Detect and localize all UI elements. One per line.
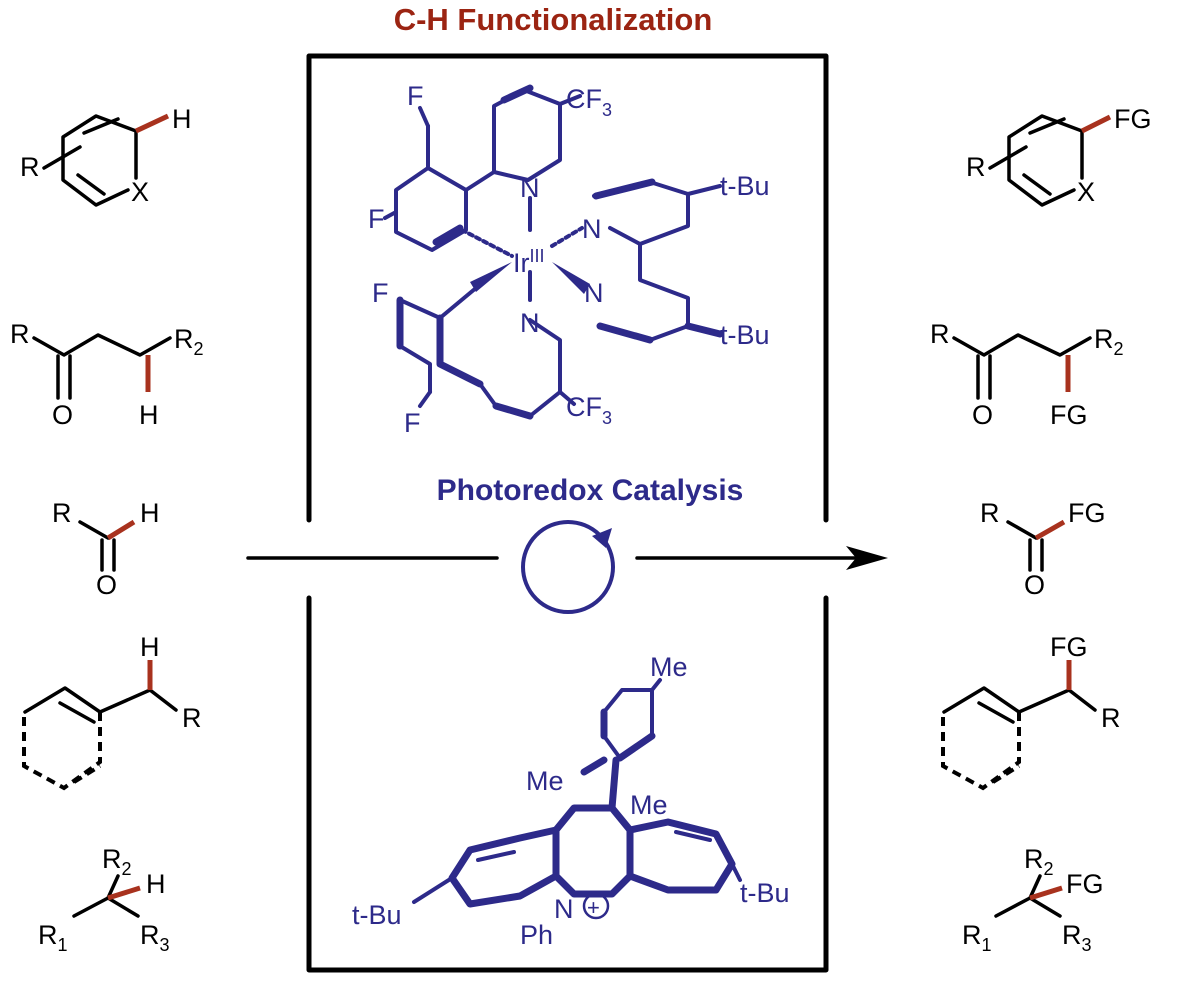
substrate-tertiary: R2 H R1 R3 bbox=[38, 844, 170, 955]
arrowhead-icon bbox=[846, 546, 888, 570]
h-label: H bbox=[140, 498, 160, 528]
r2-label: R2 bbox=[1094, 324, 1124, 359]
box-top-bracket bbox=[306, 53, 829, 523]
fg-label: FG bbox=[1114, 104, 1152, 134]
x-label: X bbox=[131, 177, 149, 207]
f-label: F bbox=[372, 278, 389, 308]
h-label: H bbox=[140, 632, 160, 662]
acridinium-catalyst: Me Me Me N + Ph t-Bu t-Bu bbox=[352, 652, 790, 950]
product-allylic: FG R bbox=[941, 632, 1121, 791]
reaction-arrow bbox=[246, 520, 888, 614]
h-label: H bbox=[146, 869, 166, 899]
fg-label: FG bbox=[1050, 400, 1088, 430]
r-label: R bbox=[966, 152, 986, 182]
substrate-allylic: H R bbox=[22, 632, 202, 791]
product-arene: R FG X bbox=[966, 104, 1152, 207]
n-label: N bbox=[520, 308, 540, 338]
o-label: O bbox=[1024, 570, 1045, 600]
fg-label: FG bbox=[1066, 869, 1104, 899]
ir-label: IrIII bbox=[513, 246, 545, 278]
f-label: F bbox=[407, 81, 424, 111]
product-tertiary: R2 FG R1 R3 bbox=[962, 844, 1104, 955]
substrate-ketone: R R2 O H bbox=[10, 319, 204, 430]
r2-label: R2 bbox=[174, 324, 204, 359]
r-label: R bbox=[52, 498, 72, 528]
r-label: R bbox=[20, 152, 40, 182]
r1-label: R1 bbox=[962, 920, 992, 955]
me-label: Me bbox=[630, 790, 668, 820]
tbu-label: t-Bu bbox=[720, 320, 770, 350]
cycle-arrowhead-icon bbox=[592, 528, 612, 548]
product-acyl: R FG O bbox=[980, 498, 1106, 600]
tbu-label: t-Bu bbox=[352, 900, 402, 930]
r1-label: R1 bbox=[38, 920, 68, 955]
r-label: R bbox=[1101, 703, 1121, 733]
o-label: O bbox=[96, 570, 117, 600]
r-label: R bbox=[980, 498, 1000, 528]
o-label: O bbox=[972, 400, 993, 430]
x-label: X bbox=[1077, 177, 1095, 207]
n-label: N bbox=[520, 173, 540, 203]
n-label: N bbox=[554, 894, 574, 924]
r3-label: R3 bbox=[140, 920, 170, 955]
cf3-label: CF3 bbox=[566, 392, 612, 428]
catalyst-box bbox=[306, 53, 829, 973]
catalysis-caption: Photoredox Catalysis bbox=[436, 474, 744, 507]
substrate-aldehyde: R H O bbox=[52, 498, 160, 600]
r-label: R bbox=[930, 319, 950, 349]
f-label: F bbox=[404, 408, 421, 438]
cation-charge-icon bbox=[582, 892, 610, 920]
tbu-label: t-Bu bbox=[720, 171, 770, 201]
r3-label: R3 bbox=[1062, 920, 1092, 955]
h-label: H bbox=[139, 400, 159, 430]
fg-label: FG bbox=[1068, 498, 1106, 528]
r2-label: R2 bbox=[102, 844, 132, 879]
catalytic-cycle-icon bbox=[521, 520, 615, 614]
ph-label: Ph bbox=[520, 920, 553, 950]
r2-label: R2 bbox=[1024, 844, 1054, 879]
cf3-label: CF3 bbox=[566, 84, 612, 120]
r-label: R bbox=[10, 319, 30, 349]
iridium-catalyst: F F F F CF3 CF3 N N N N IrIII t-Bu t-Bu bbox=[368, 81, 770, 438]
scheme-title: C-H Functionalization bbox=[393, 2, 713, 37]
me-label: Me bbox=[650, 652, 688, 682]
substrate-arene: R H X bbox=[20, 104, 192, 207]
plus-label: + bbox=[587, 895, 600, 920]
h-label: H bbox=[172, 104, 192, 134]
product-ketone: R R2 O FG bbox=[930, 319, 1124, 430]
f-label: F bbox=[368, 204, 385, 234]
me-label: Me bbox=[526, 766, 564, 796]
o-label: O bbox=[52, 400, 73, 430]
n-label: N bbox=[584, 278, 604, 308]
r-label: R bbox=[182, 703, 202, 733]
n-label: N bbox=[582, 214, 602, 244]
tbu-label: t-Bu bbox=[740, 878, 790, 908]
fg-label: FG bbox=[1050, 632, 1088, 662]
box-bottom-bracket bbox=[306, 595, 829, 973]
